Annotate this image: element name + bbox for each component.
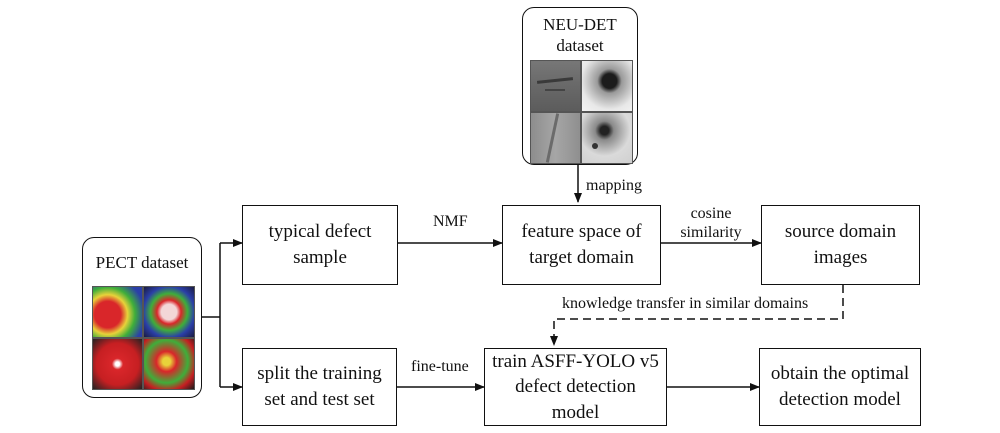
feature-space-line2: target domain (529, 247, 634, 268)
typical-defect-sample-box: typical defect sample (242, 205, 398, 285)
source-domain-line1: source domain (784, 221, 897, 243)
neu-det-dataset-box: NEU-DET dataset (522, 7, 638, 165)
neu-image-patches (581, 60, 633, 112)
typical-defect-line2: sample (293, 247, 347, 268)
feature-space-line1: feature space of (521, 221, 642, 243)
obtain-line2: detection model (779, 389, 901, 410)
neu-image-pitted (581, 112, 633, 164)
pect-image-3 (92, 338, 143, 390)
obtain-line1: obtain the optimal (770, 363, 910, 385)
split-line1: split the training (257, 363, 382, 385)
source-domain-line2: images (813, 247, 868, 268)
neu-det-title-line2: dataset (556, 36, 604, 56)
pect-image-2 (143, 286, 195, 338)
feature-space-box: feature space of target domain (502, 205, 661, 285)
train-line2: defect detection model (515, 376, 636, 423)
train-asff-yolo-box: train ASFF-YOLO v5 defect detection mode… (484, 348, 667, 426)
typical-defect-line1: typical defect (268, 221, 372, 243)
mapping-label: mapping (586, 177, 642, 194)
knowledge-transfer-arrow (550, 285, 844, 346)
pect-image-1 (92, 286, 143, 338)
obtain-optimal-model-box: obtain the optimal detection model (759, 348, 921, 426)
finetune-label: fine-tune (411, 358, 469, 375)
neu-det-title: NEU-DET dataset (523, 14, 637, 57)
split-line2: set and test set (264, 389, 375, 410)
knowledge-transfer-label: knowledge transfer in similar domains (562, 295, 809, 312)
source-domain-images-box: source domain images (761, 205, 920, 285)
cosine-similarity-label: cosine similarity (676, 204, 746, 242)
nmf-label: NMF (433, 213, 468, 230)
cosine-label-line1: cosine (690, 205, 732, 222)
train-line1: train ASFF-YOLO v5 (492, 350, 659, 372)
cosine-label-line2: similarity (680, 224, 742, 242)
neu-det-title-line1: NEU-DET (543, 15, 617, 34)
pect-dataset-box: PECT dataset (82, 237, 202, 398)
split-training-test-box: split the training set and test set (242, 348, 397, 426)
neu-image-scratch (530, 112, 581, 164)
pect-title: PECT dataset (95, 253, 189, 272)
pect-image-4 (143, 338, 195, 390)
neu-image-crazing (530, 60, 581, 112)
